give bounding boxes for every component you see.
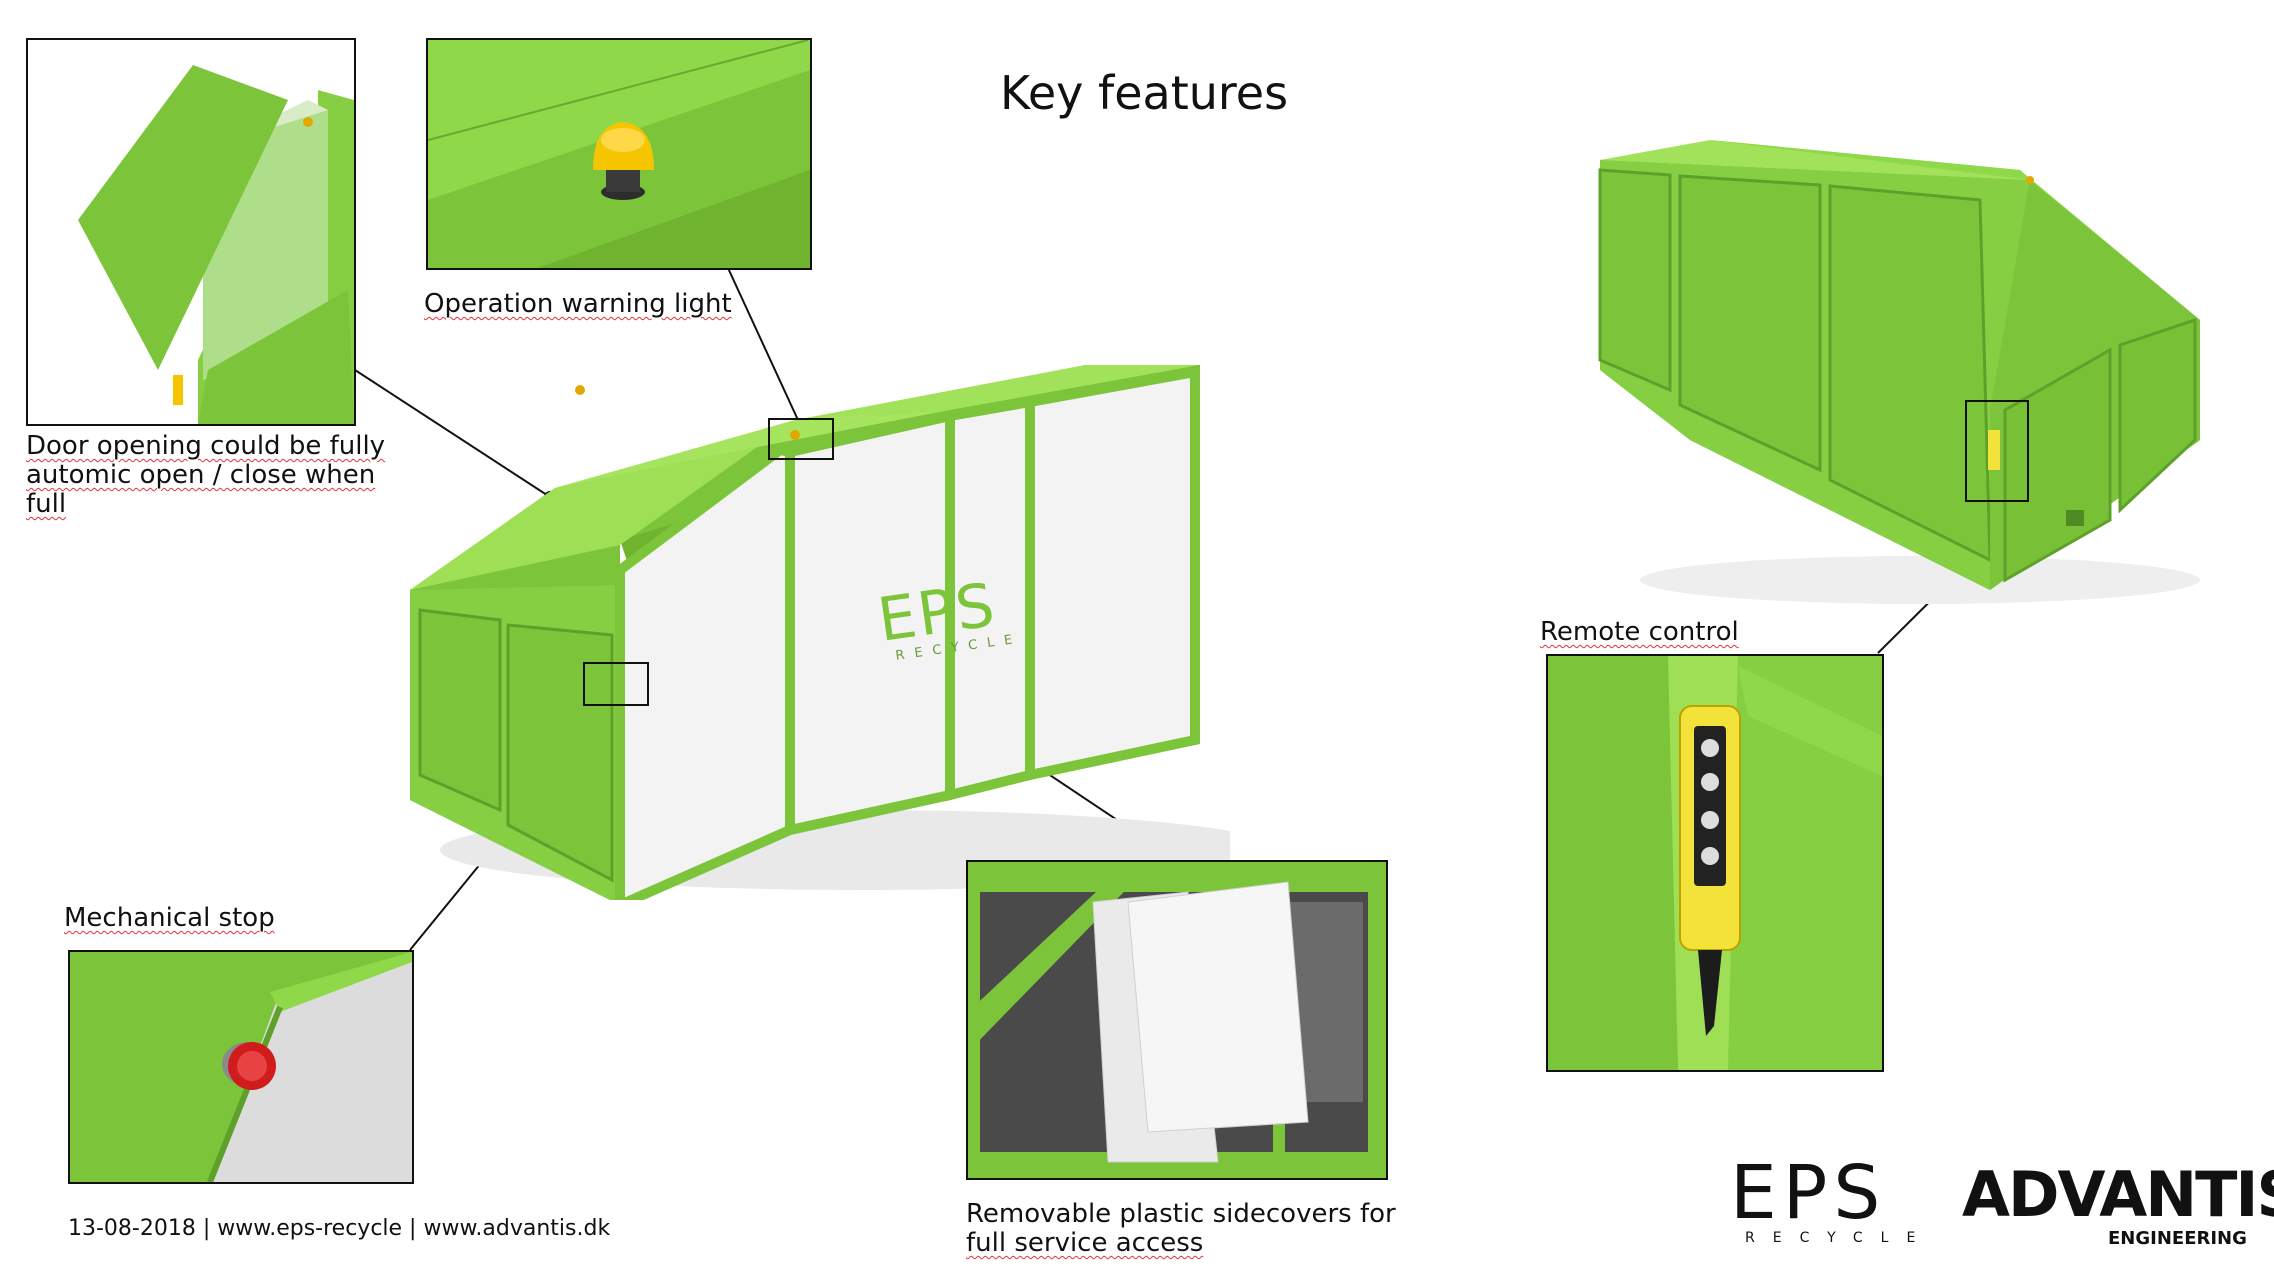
door-opening-label-line1: Door opening could be fully: [26, 431, 386, 461]
footer-text: 13-08-2018 | www.eps-recycle | www.advan…: [68, 1216, 611, 1241]
warning-light-detail-image: [426, 38, 812, 270]
mech-stop-marker: [583, 662, 649, 706]
eps-unit-main: [410, 365, 1230, 900]
warning-light-label: Operation warning light: [424, 289, 732, 319]
remote-control-label: Remote control: [1540, 617, 1739, 647]
remote-control-marker: [1965, 400, 2029, 502]
advantis-logo-sub: ENGINEERING: [2108, 1228, 2247, 1249]
sidecovers-label-line2: full service access: [966, 1228, 1204, 1258]
eps-recycle-logo: EPS: [1730, 1150, 1887, 1236]
sidecovers-label-line1: Removable plastic sidecovers for: [966, 1199, 1396, 1229]
mechanical-stop-label: Mechanical stop: [64, 903, 275, 933]
eps-unit-rear: [1598, 140, 2200, 604]
remote-control-detail-image: [1546, 654, 1884, 1072]
door-detail-image: [26, 38, 356, 426]
door-opening-label-line2: automic open / close when: [26, 460, 376, 490]
mechanical-stop-detail-image: [68, 950, 414, 1184]
warning-light-marker: [768, 418, 834, 460]
advantis-logo: ADVANTIS: [1962, 1158, 2274, 1231]
eps-recycle-logo-sub: RECYCLE: [1745, 1230, 1934, 1246]
page-title: Key features: [1000, 66, 1289, 120]
sidecovers-detail-image: [966, 860, 1388, 1180]
door-opening-label-line3: full: [26, 489, 67, 519]
